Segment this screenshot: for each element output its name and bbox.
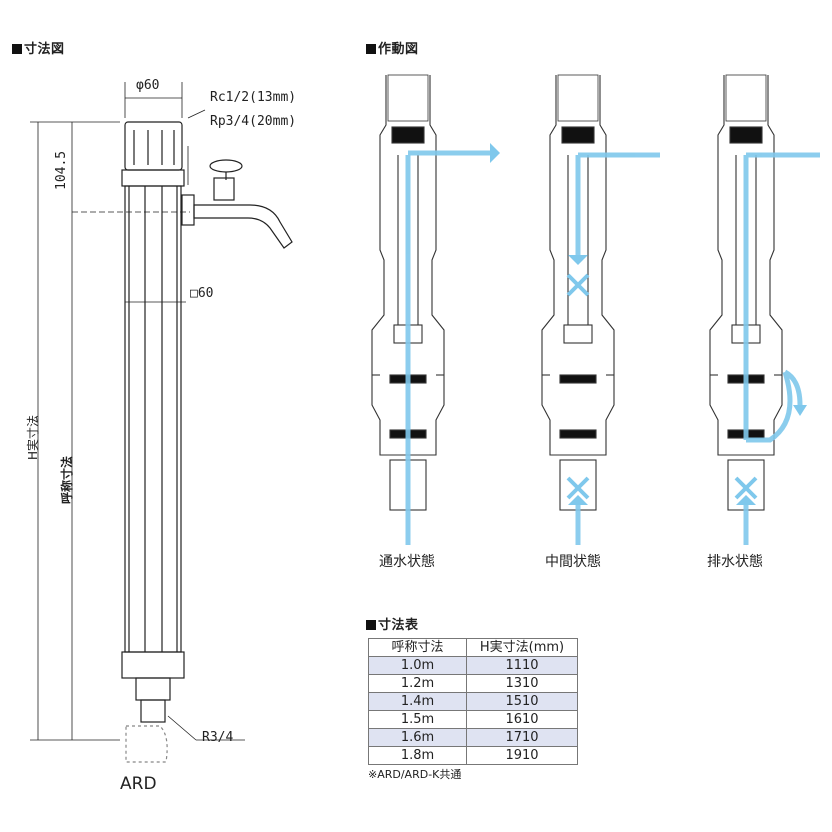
state-drain-label: 排水状態 bbox=[707, 554, 763, 570]
square-label: □60 bbox=[190, 286, 214, 301]
thread-label-1: Rc1/2(13mm) bbox=[210, 90, 297, 105]
bottom-thread-label: R3/4 bbox=[202, 730, 234, 745]
cell-h-actual: 1610 bbox=[466, 710, 578, 729]
cell-nominal: 1.4m bbox=[368, 692, 467, 711]
dimension-section-title: 寸法図 bbox=[12, 38, 65, 57]
faucet-spout bbox=[193, 204, 293, 249]
table-header-row: 呼称寸法 H実寸法(mm) bbox=[368, 638, 578, 657]
diameter-label: φ60 bbox=[136, 78, 160, 93]
cell-h-actual: 1910 bbox=[466, 746, 578, 765]
header-nominal: 呼称寸法 bbox=[368, 638, 467, 657]
cell-nominal: 1.2m bbox=[368, 674, 467, 693]
table-note: ※ARD/ARD-K共通 bbox=[368, 768, 462, 781]
cell-nominal: 1.0m bbox=[368, 656, 467, 675]
header-h-actual: H実寸法(mm) bbox=[466, 638, 578, 657]
model-label: ARD bbox=[120, 774, 157, 794]
state-flow-label: 通水状態 bbox=[379, 554, 435, 570]
cell-h-actual: 1310 bbox=[466, 674, 578, 693]
unit-middle bbox=[541, 74, 615, 511]
cell-h-actual: 1710 bbox=[466, 728, 578, 747]
cell-nominal: 1.6m bbox=[368, 728, 467, 747]
bottom-thread bbox=[140, 699, 166, 723]
cell-h-actual: 1110 bbox=[466, 656, 578, 675]
thread-label-2: Rp3/4(20mm) bbox=[210, 114, 297, 129]
cell-nominal: 1.8m bbox=[368, 746, 467, 765]
cell-nominal: 1.5m bbox=[368, 710, 467, 729]
cell-h-actual: 1510 bbox=[466, 692, 578, 711]
operation-section-title: 作動図 bbox=[366, 38, 419, 57]
table-section-title: 寸法表 bbox=[366, 614, 419, 633]
state-middle-label: 中間状態 bbox=[545, 554, 601, 570]
